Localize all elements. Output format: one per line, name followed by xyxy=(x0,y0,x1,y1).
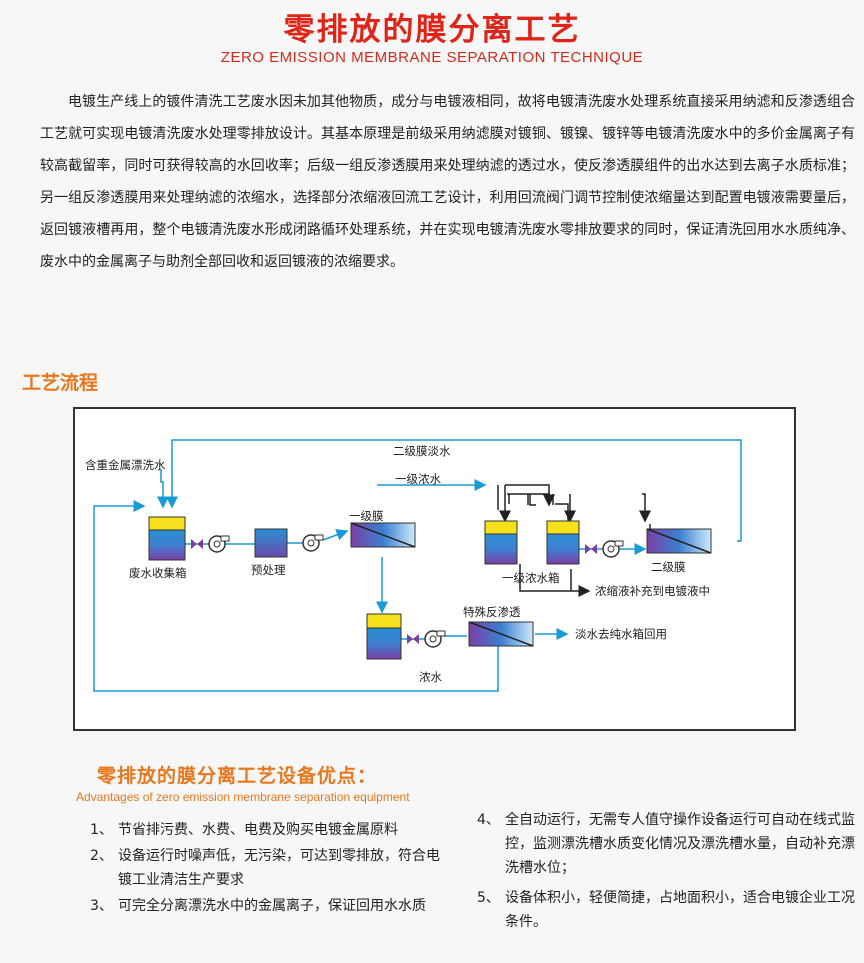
advantages-subtitle: Advantages of zero emission membrane sep… xyxy=(76,790,410,804)
pump-icon xyxy=(208,535,230,553)
list-item: 4、 全自动运行，无需专人值守操作设备运行可自动在线式监控，监测漂洗槽水质变化情… xyxy=(477,812,855,876)
membrane-1 xyxy=(350,522,416,548)
valve-icon xyxy=(191,539,203,549)
pipes xyxy=(93,439,742,692)
valve-icon xyxy=(585,544,597,554)
label-concentrate: 浓水 xyxy=(419,670,442,684)
label-special-ro: 特殊反渗透 xyxy=(463,605,521,619)
list-item: 5、 设备体积小，轻便简捷，占地面积小，适合电镀企业工况条件。 xyxy=(477,890,855,930)
concentrate-tank-b xyxy=(546,520,580,565)
pretreatment-unit xyxy=(254,528,288,558)
list-item: 1、 节省排污费、水费、电费及购买电镀金属原料 xyxy=(90,822,398,838)
special-ro-tank xyxy=(366,613,402,660)
advantages-left-list: 1、 节省排污费、水费、电费及购买电镀金属原料 2、 设备运行时噪声低，无污染，… xyxy=(90,818,450,920)
concentrate-tank-a xyxy=(484,520,518,565)
label-membrane1: 一级膜 xyxy=(349,509,384,523)
process-section-title: 工艺流程 xyxy=(22,372,99,394)
process-flow-diagram: 含重金属漂洗水 废水收集箱 预处理 一级膜 二级膜 一级浓水箱 特殊反渗透 二级… xyxy=(73,407,796,731)
intro-paragraph: 电镀生产线上的镀件清洗工艺废水因未加其他物质，成分与电镀液相同，故将电镀清洗废水… xyxy=(40,94,855,270)
list-item: 2、 设备运行时噪声低，无污染，可达到零排放，符合电镀工业清洁生产要求 xyxy=(90,848,440,888)
valve-icon xyxy=(407,634,419,644)
page-title: 零排放的膜分离工艺 xyxy=(283,12,581,48)
label-pretreatment: 预处理 xyxy=(251,563,286,577)
pump-icon xyxy=(424,630,446,648)
label-to-pure: 淡水去纯水箱回用 xyxy=(575,627,667,641)
membrane-2 xyxy=(646,528,712,554)
label-collection-tank: 废水收集箱 xyxy=(129,566,187,580)
label-concentrate-tank: 一级浓水箱 xyxy=(502,571,560,585)
label-input: 含重金属漂洗水 xyxy=(85,458,166,472)
concentrate-lines xyxy=(497,484,651,597)
label-membrane2: 二级膜 xyxy=(651,560,686,574)
list-item: 3、 可完全分离漂洗水中的金属离子，保证回用水水质 xyxy=(90,898,426,914)
collection-tank xyxy=(148,516,186,561)
pump-icon xyxy=(302,534,324,552)
label-concentrate1: 一级浓水 xyxy=(395,472,441,486)
label-permeate2: 二级膜淡水 xyxy=(393,444,451,458)
label-to-plating: 浓缩液补充到电镀液中 xyxy=(595,584,710,598)
pump-icon xyxy=(602,540,624,558)
special-ro-membrane xyxy=(468,621,534,647)
advantages-title: 零排放的膜分离工艺设备优点： xyxy=(97,765,378,787)
page-subtitle: ZERO EMISSION MEMBRANE SEPARATION TECHNI… xyxy=(220,49,644,66)
advantages-right-list: 4、 全自动运行，无需专人值守操作设备运行可自动在线式监控，监测漂洗槽水质变化情… xyxy=(477,808,857,936)
